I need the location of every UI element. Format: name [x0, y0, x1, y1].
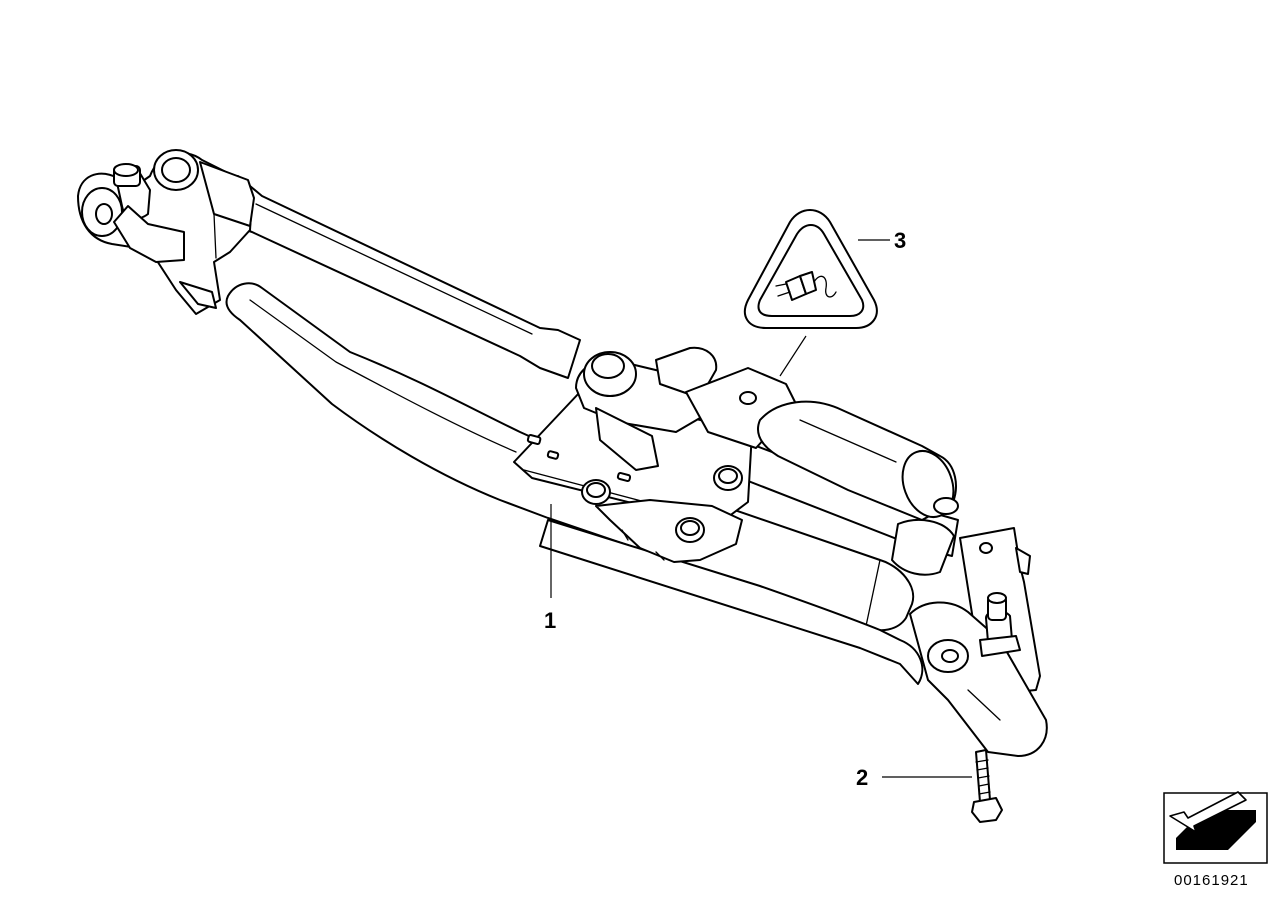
electrical-connector-warning-icon — [743, 209, 878, 329]
callout-2: 2 — [856, 765, 868, 790]
leader-line-warning — [779, 335, 807, 377]
callout-3: 3 — [894, 228, 906, 253]
callout-1: 1 — [544, 608, 556, 633]
navigation-arrow-icon[interactable] — [1163, 791, 1268, 864]
wiper-linkage-assembly — [77, 149, 1048, 757]
fastening-screw — [971, 749, 1003, 823]
part-number: 00161921 — [1174, 872, 1249, 889]
